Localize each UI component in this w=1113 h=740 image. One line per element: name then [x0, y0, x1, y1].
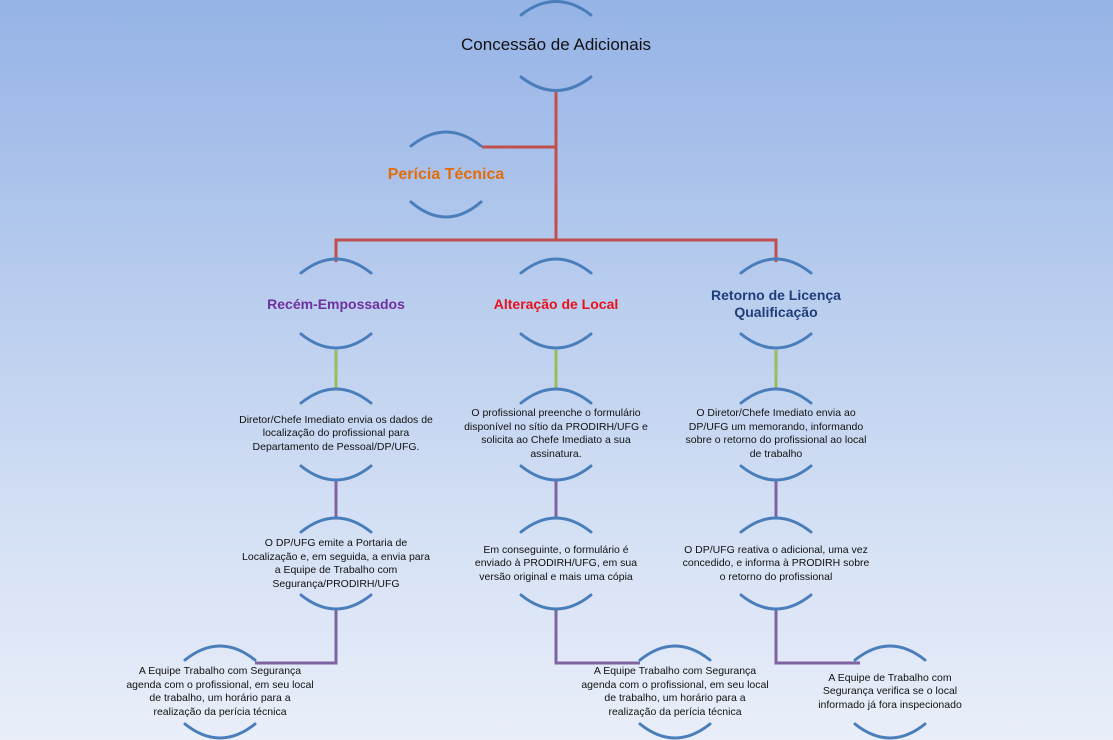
- recem-node: Recém-Empossados: [241, 290, 431, 318]
- alteracao-arc-top: [519, 257, 593, 275]
- recem-arc-bottom: [299, 332, 373, 350]
- recem-step3-node: A Equipe Trabalho com Segurança agenda c…: [125, 662, 315, 722]
- recem-step1-text: Diretor/Chefe Imediato envia os dados de…: [239, 413, 433, 453]
- pericia-label: Perícia Técnica: [387, 165, 505, 183]
- recem-arc-top: [299, 257, 373, 275]
- retorno-step1-text: O Diretor/Chefe Imediato envia ao DP/UFG…: [685, 407, 867, 460]
- recem-label: Recém-Empossados: [267, 295, 405, 312]
- root-arc-bottom: [519, 75, 593, 92]
- retorno-step1-node: O Diretor/Chefe Imediato envia ao DP/UFG…: [681, 404, 871, 464]
- recem-step2-arc-bottom: [299, 593, 373, 611]
- alteracao-step1-text: O profissional preenche o formulário dis…: [464, 407, 648, 460]
- root-arc-top: [519, 0, 593, 17]
- node-arcs: [183, 0, 927, 740]
- recem-step3-arc-top: [183, 644, 257, 662]
- retorno-step1-arc-bottom: [739, 464, 813, 482]
- red-connector-branches: [334, 238, 778, 262]
- alteracao-step2-arc-top: [519, 516, 593, 534]
- alteracao-step1-arc-bottom: [519, 464, 593, 482]
- recem-step2-arc-top: [299, 516, 373, 534]
- retorno-arc-top: [739, 257, 813, 275]
- retorno-step3-arc-bottom: [853, 722, 927, 740]
- alteracao-step2-text: Em conseguinte, o formulário é enviado à…: [474, 543, 638, 583]
- alteracao-step3-arc-top: [638, 644, 712, 662]
- alteracao-step2-arc-bottom: [519, 593, 593, 611]
- root-node: Concessão de Adicionais: [426, 30, 686, 60]
- retorno-step3-text: A Equipe de Trabalho com Segurança verif…: [818, 671, 962, 711]
- recem-step2-text: O DP/UFG emite a Portaria de Localização…: [242, 537, 430, 590]
- pericia-arc-top: [409, 130, 483, 148]
- purple-connector-left-2: [255, 610, 338, 665]
- alteracao-arc-bottom: [519, 332, 593, 350]
- retorno-step3-arc-top: [853, 644, 927, 662]
- purple-connector-right-2: [774, 610, 860, 665]
- alteracao-step3-text: A Equipe Trabalho com Segurança agenda c…: [581, 665, 769, 718]
- pericia-arc-bottom: [409, 200, 483, 219]
- retorno-step2-arc-top: [739, 516, 813, 534]
- alteracao-step3-node: A Equipe Trabalho com Segurança agenda c…: [580, 662, 770, 722]
- alteracao-step2-node: Em conseguinte, o formulário é enviado à…: [466, 540, 646, 588]
- recem-step3-text: A Equipe Trabalho com Segurança agenda c…: [126, 665, 314, 718]
- retorno-step1-arc-top: [739, 387, 813, 405]
- alteracao-label: Alteração de Local: [493, 295, 619, 312]
- recem-step1-arc-bottom: [299, 464, 373, 482]
- recem-step1-node: Diretor/Chefe Imediato envia os dados de…: [236, 404, 436, 464]
- alteracao-node: Alteração de Local: [461, 290, 651, 318]
- pericia-node: Perícia Técnica: [356, 160, 536, 188]
- connector-lines: [255, 92, 860, 665]
- purple-connector-mid-2: [554, 610, 640, 665]
- retorno-step2-text: O DP/UFG reativa o adicional, uma vez co…: [682, 543, 870, 583]
- recem-step2-node: O DP/UFG emite a Portaria de Localização…: [241, 534, 431, 594]
- alteracao-step3-arc-bottom: [638, 722, 712, 740]
- retorno-step2-node: O DP/UFG reativa o adicional, uma vez co…: [681, 534, 871, 594]
- retorno-arc-bottom: [739, 332, 813, 350]
- alteracao-step1-arc-top: [519, 387, 593, 405]
- recem-step1-arc-top: [299, 387, 373, 405]
- retorno-label: Retorno de Licença Qualificação: [711, 287, 841, 320]
- retorno-step2-arc-bottom: [739, 593, 813, 611]
- alteracao-step1-node: O profissional preenche o formulário dis…: [461, 404, 651, 464]
- retorno-step3-node: A Equipe de Trabalho com Segurança verif…: [805, 668, 975, 716]
- root-label: Concessão de Adicionais: [461, 35, 651, 54]
- retorno-node: Retorno de Licença Qualificação: [701, 284, 851, 324]
- recem-step3-arc-bottom: [183, 722, 257, 740]
